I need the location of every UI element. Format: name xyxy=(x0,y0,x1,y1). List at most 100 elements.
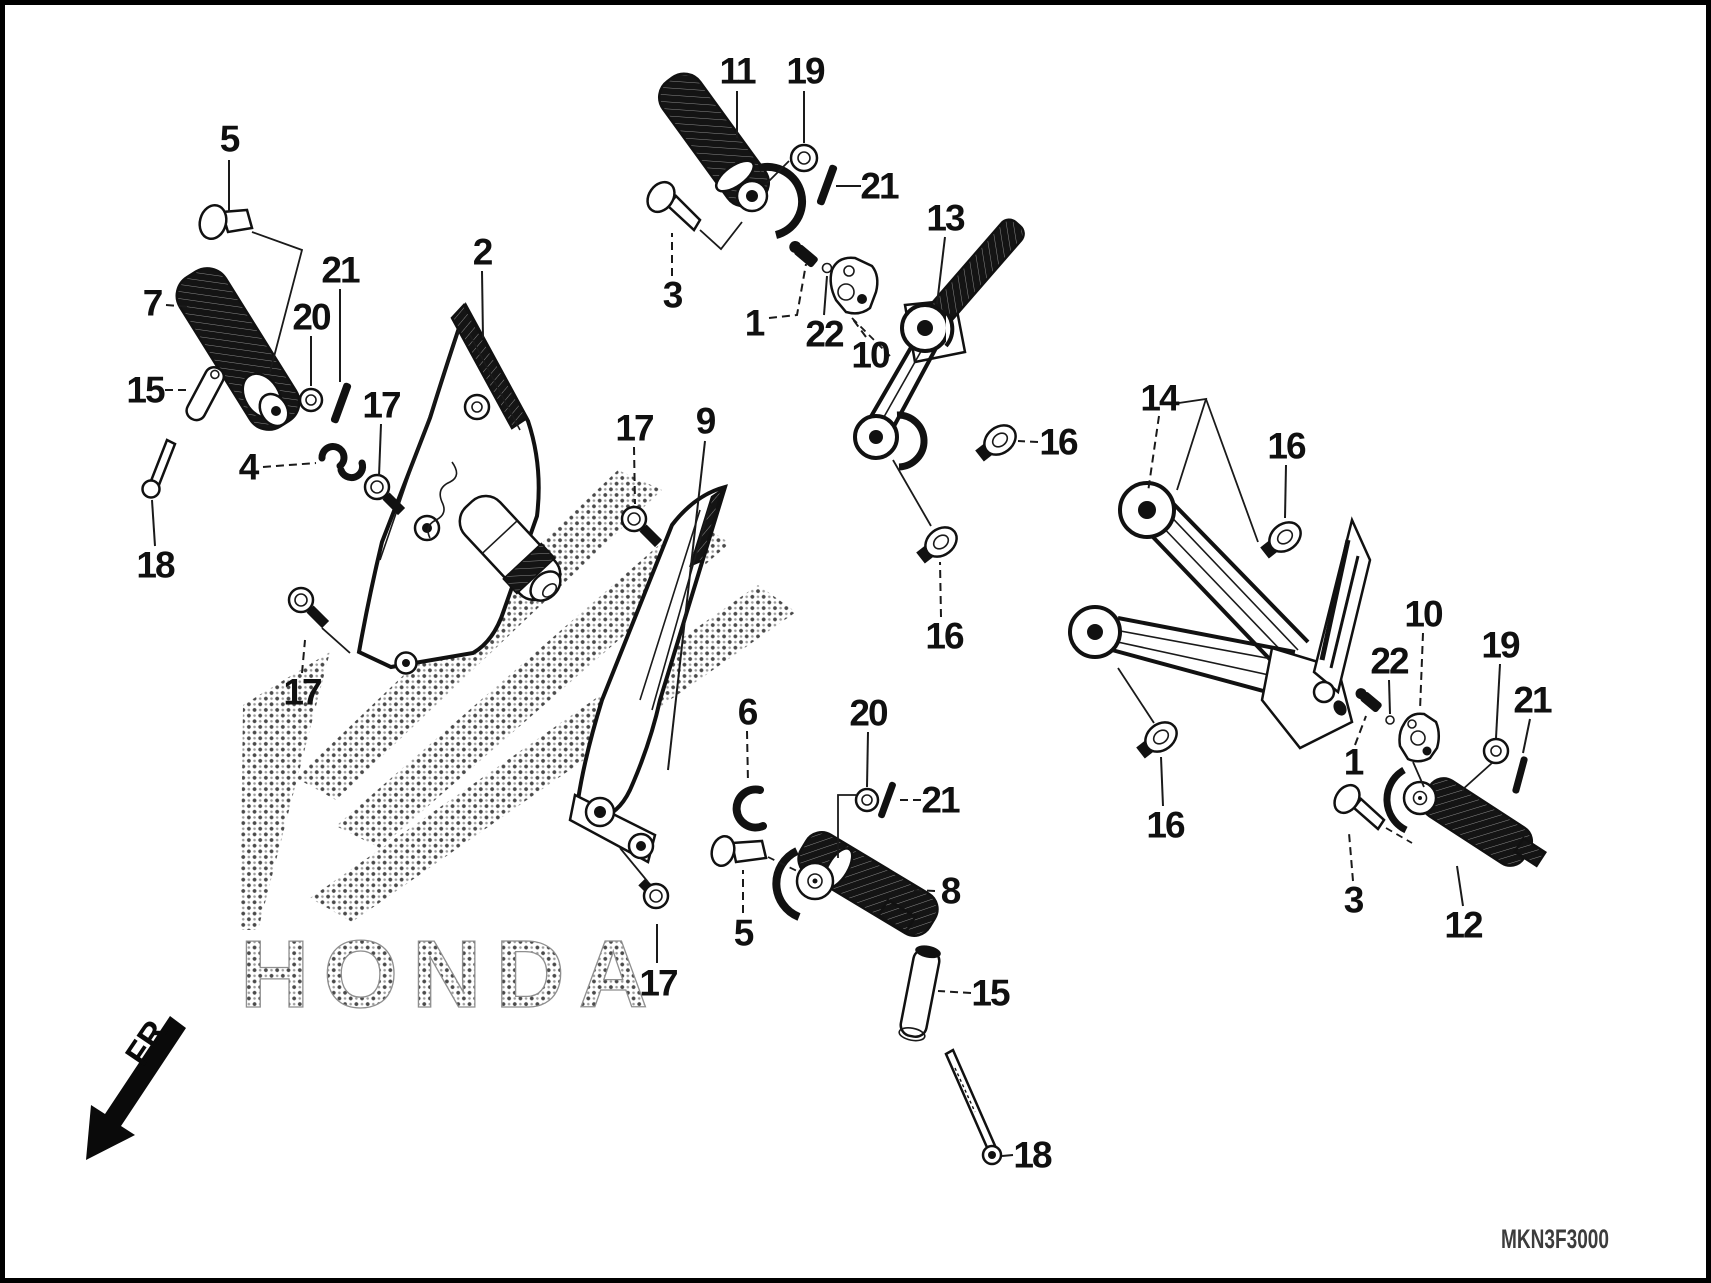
leader-line-22 xyxy=(823,275,828,316)
callout-16: 16 xyxy=(1039,422,1078,463)
callout-3: 3 xyxy=(1344,880,1364,921)
callout-16: 16 xyxy=(1146,805,1185,846)
footpeg-12 xyxy=(1383,766,1547,868)
washer-19-right xyxy=(1482,737,1510,765)
step-bracket-9 xyxy=(568,484,728,864)
callout-4: 4 xyxy=(239,447,260,488)
washer-20-left xyxy=(298,387,324,413)
callout-16: 16 xyxy=(1267,426,1306,467)
clip-6 xyxy=(732,785,767,832)
pillion-bracket-13 xyxy=(853,218,1025,471)
pin-21-center xyxy=(878,781,896,819)
callout-5: 5 xyxy=(734,913,754,954)
leader-line-19 xyxy=(1495,663,1501,739)
joint-plate-10-right xyxy=(1398,712,1440,763)
callout-20: 20 xyxy=(849,693,888,734)
callout-17: 17 xyxy=(362,385,400,426)
leader-line-17 xyxy=(378,423,382,477)
leader-line-22 xyxy=(1388,679,1391,715)
callout-18: 18 xyxy=(1013,1135,1052,1176)
callout-10: 10 xyxy=(851,335,890,376)
joint-screw-1-left xyxy=(789,241,818,268)
callout-14: 14 xyxy=(1140,378,1180,419)
diagram-code: MKN3F3000 xyxy=(1501,1224,1609,1254)
leader-line-7 xyxy=(165,304,193,308)
callout-7: 7 xyxy=(143,283,162,324)
callout-5: 5 xyxy=(220,119,240,160)
callout-17: 17 xyxy=(283,672,321,713)
footpeg-8 xyxy=(772,831,939,937)
pin-21-left xyxy=(330,382,352,424)
joint-plate-10-left xyxy=(829,256,879,315)
screw-17-d xyxy=(638,878,670,910)
callout-8: 8 xyxy=(941,871,961,912)
leader-line-21 xyxy=(1522,718,1531,754)
fr-direction-indicator: FR. xyxy=(86,1006,186,1160)
screw-17-b xyxy=(620,505,663,548)
bolt-18-left xyxy=(141,438,177,499)
callout-21: 21 xyxy=(921,780,960,821)
leader-line-14 xyxy=(1147,415,1160,493)
bolt-5-center xyxy=(710,834,768,868)
honda-watermark-text: HONDA xyxy=(240,921,662,1028)
bolt-16-b xyxy=(916,526,958,564)
callout-1: 1 xyxy=(745,303,765,344)
bolt-16-d xyxy=(1136,721,1178,759)
callout-17: 17 xyxy=(615,408,653,449)
leader-line-16 xyxy=(1017,440,1039,443)
leader-line-13 xyxy=(936,236,946,305)
pivot-ball-22-right xyxy=(1385,715,1395,725)
pin-21-right xyxy=(1512,756,1528,794)
washer-19-top xyxy=(789,143,819,173)
bolt-18-center xyxy=(944,1048,1003,1166)
callout-19: 19 xyxy=(786,51,825,92)
screw-17-a xyxy=(363,473,406,516)
leader-line-16 xyxy=(1284,464,1287,519)
callout-2: 2 xyxy=(473,232,493,273)
leader-line-1 xyxy=(768,263,807,319)
pin-15-left xyxy=(185,365,226,422)
screw-17-c xyxy=(287,586,330,629)
callout-22: 22 xyxy=(805,314,844,355)
leader-line-3 xyxy=(1348,832,1354,882)
slider-pin-15-center xyxy=(898,945,941,1042)
leader-line-2 xyxy=(481,270,484,339)
leader-line-6 xyxy=(746,730,749,784)
joint-screw-1-right xyxy=(1355,688,1382,713)
pivot-ball-22-left xyxy=(821,262,833,274)
callout-6: 6 xyxy=(738,692,758,733)
clip-4 xyxy=(318,443,367,482)
leader-line-16 xyxy=(1160,756,1164,807)
bolt-16-c xyxy=(1260,521,1302,559)
leader-line-8 xyxy=(909,889,936,892)
callout-10: 10 xyxy=(1404,594,1443,635)
callout-1: 1 xyxy=(1344,742,1364,783)
callout-15: 15 xyxy=(126,370,165,411)
callout-9: 9 xyxy=(696,401,716,442)
fr-arrow-icon xyxy=(86,1016,186,1160)
leader-line-9 xyxy=(667,440,706,771)
fr-label: FR. xyxy=(118,1006,180,1073)
leader-line-10 xyxy=(1419,632,1424,711)
pillion-bracket-14 xyxy=(1068,481,1372,750)
callout-21: 21 xyxy=(321,250,360,291)
leader-line-18 xyxy=(1001,1154,1014,1157)
callout-3: 3 xyxy=(663,275,683,316)
footpeg-11 xyxy=(657,72,807,239)
callout-21: 21 xyxy=(1513,680,1552,721)
callout-20: 20 xyxy=(292,297,331,338)
honda-watermark: HONDA xyxy=(239,470,796,1029)
bolt-16-a xyxy=(975,424,1017,462)
step-bracket-2 xyxy=(356,302,562,675)
callout-19: 19 xyxy=(1481,625,1520,666)
leader-line-1 xyxy=(1354,715,1367,746)
bolt-5-left xyxy=(198,203,254,241)
pin-21-top xyxy=(816,164,838,206)
leader-line-20 xyxy=(866,731,869,788)
callout-21: 21 xyxy=(860,166,899,207)
leader-line-17 xyxy=(301,639,306,674)
callout-22: 22 xyxy=(1370,641,1409,682)
leader-line-15 xyxy=(937,990,972,994)
